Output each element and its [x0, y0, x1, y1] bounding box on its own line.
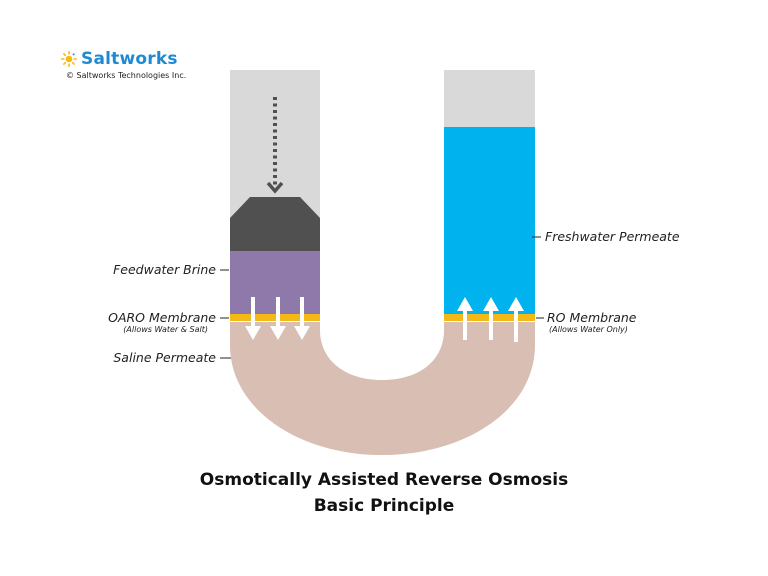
arrow-down-icon [270, 297, 286, 340]
arrow-up-icon [483, 297, 499, 340]
label-feedwater-brine: Feedwater Brine [113, 262, 216, 277]
label-saline-permeate: Saline Permeate [113, 350, 216, 365]
freshwater-permeate-region [444, 127, 535, 314]
label-oaro-membrane: OARO Membrane [108, 310, 216, 325]
right-column-empty [444, 70, 535, 127]
sun-icon [61, 51, 77, 67]
title-line-2: Basic Principle [313, 496, 455, 516]
arrow-up-icon [508, 297, 524, 342]
copyright-text: © Saltworks Technologies Inc. [66, 71, 187, 80]
left-column-empty [230, 70, 320, 222]
arrow-down-icon [294, 297, 310, 340]
label-ro-membrane: RO Membrane [547, 310, 637, 325]
piston [230, 197, 320, 251]
brand-name: Saltworks [81, 49, 178, 69]
title-line-1: Osmotically Assisted Reverse Osmosis [199, 470, 569, 490]
oaro-membrane [230, 314, 320, 321]
label-freshwater-permeate: Freshwater Permeate [545, 229, 680, 244]
feedwater-brine-region [230, 251, 320, 314]
saline-permeate-region [230, 321, 535, 455]
label-ro-membrane-note: (Allows Water Only) [549, 325, 628, 334]
brand-logo: Saltworks [61, 49, 178, 69]
dotted-down-arrow-icon [266, 97, 284, 194]
label-oaro-membrane-note: (Allows Water & Salt) [123, 325, 208, 334]
arrow-down-icon [245, 297, 261, 340]
arrow-up-icon [457, 297, 473, 340]
